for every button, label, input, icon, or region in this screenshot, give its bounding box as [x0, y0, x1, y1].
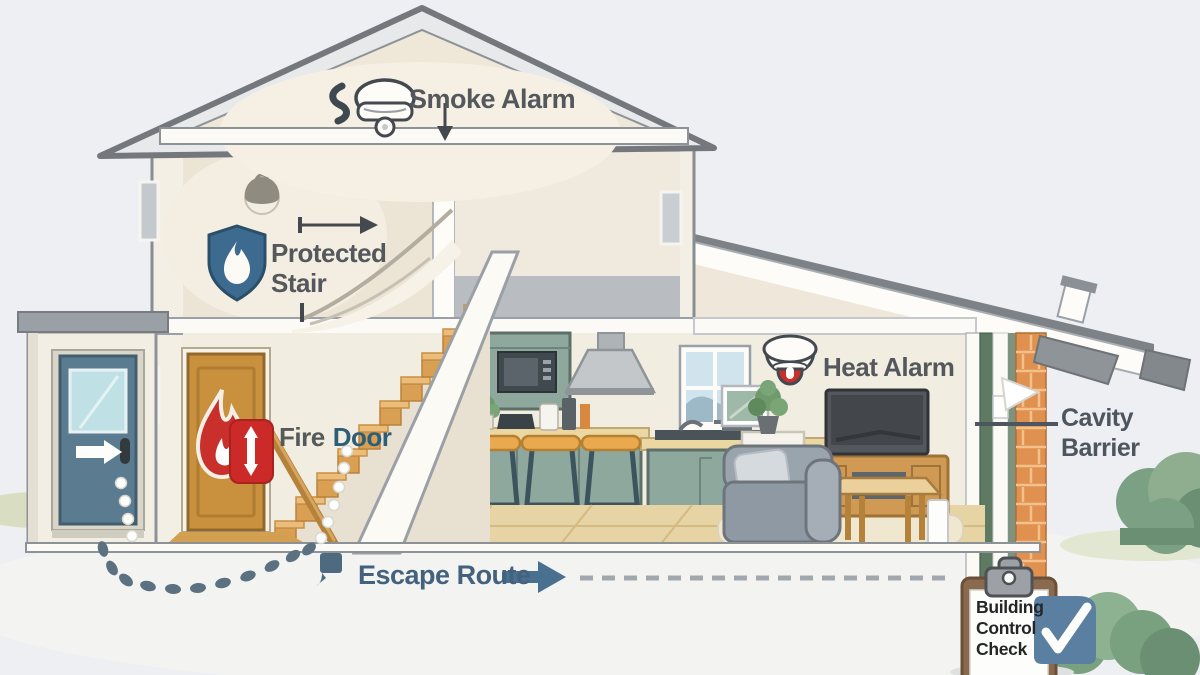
gutter: [1138, 348, 1192, 392]
building-control-line3: Check: [976, 639, 1028, 659]
fire-word: Fire: [279, 422, 325, 452]
coffee-table: [825, 476, 943, 545]
chimney-vent: [1056, 275, 1098, 324]
building-control-check-label: Building Control Check: [976, 597, 1044, 660]
gable-roof: [97, 5, 717, 202]
roof-edge: [686, 232, 1154, 355]
building-control-line1: Building: [976, 597, 1044, 617]
smoke-alarm-icon: [329, 78, 416, 138]
side-table-plant: [748, 380, 788, 434]
bin: [927, 499, 949, 545]
eave-gutter-end: [1032, 334, 1120, 386]
check-badge-icon: [1034, 596, 1096, 664]
hood-band: [566, 388, 654, 395]
door-step: [52, 530, 144, 538]
smoke-alarm-label: Smoke Alarm: [409, 84, 576, 114]
check-mark-icon: [1041, 602, 1092, 654]
pendant-light: [244, 173, 280, 215]
house-base: [25, 542, 1041, 553]
sofa-armrest: [804, 458, 842, 544]
down-arrow-icon: [437, 103, 453, 141]
kettle: [562, 398, 576, 430]
sofa: [722, 444, 842, 544]
protected-stair-annotation: [207, 216, 378, 322]
cavity-barrier-label: Cavity Barrier: [1061, 403, 1140, 463]
side-window: [659, 190, 683, 246]
bush: [1116, 452, 1200, 554]
stair-wall: [292, 240, 462, 333]
living-room: [720, 380, 950, 545]
porch-roof: [17, 311, 169, 333]
heat-alarm-icon: [762, 334, 818, 386]
side-window: [138, 180, 160, 242]
protected-stair-label: Protected Stair: [271, 238, 387, 298]
tap: [678, 419, 704, 432]
cavity-barrier-line1: Cavity: [1061, 404, 1134, 432]
tv: [824, 388, 930, 456]
exit-arrow-icon: [76, 440, 122, 464]
building-control-line2: Control: [976, 618, 1037, 638]
escape-route-label: Escape Route: [358, 560, 531, 590]
porch: [17, 311, 169, 547]
door-handle: [120, 438, 130, 464]
wall-arrow-icon: [1000, 376, 1041, 412]
flame-inner: [215, 438, 234, 466]
door-word: Door: [332, 422, 392, 452]
footprints-icon: [97, 541, 316, 595]
clipboard-icon: [950, 556, 1096, 675]
cooktop: [655, 430, 775, 440]
white-dotted-trail: [114, 444, 354, 545]
living-room-ceiling: [693, 317, 977, 335]
first-floor-band: [151, 317, 695, 335]
route-flag-icon: [316, 553, 342, 586]
fire-exclamation-sign-icon: [229, 419, 274, 484]
protected-stair-line2: Stair: [271, 268, 327, 298]
heat-alarm-label: Heat Alarm: [823, 352, 955, 382]
cavity-liner: [1008, 333, 1016, 675]
fire-door: [165, 347, 310, 546]
jar: [539, 403, 559, 431]
attic-floor-band: [159, 127, 689, 145]
cavity-barrier-line2: Barrier: [1061, 434, 1140, 462]
protected-stair-line1: Protected: [271, 238, 387, 268]
bottle: [580, 404, 590, 429]
escape-arrow-icon: [502, 561, 566, 593]
smoke-squiggle-icon: [329, 82, 350, 125]
microwave-door: [504, 358, 538, 386]
laptop: [497, 414, 535, 429]
